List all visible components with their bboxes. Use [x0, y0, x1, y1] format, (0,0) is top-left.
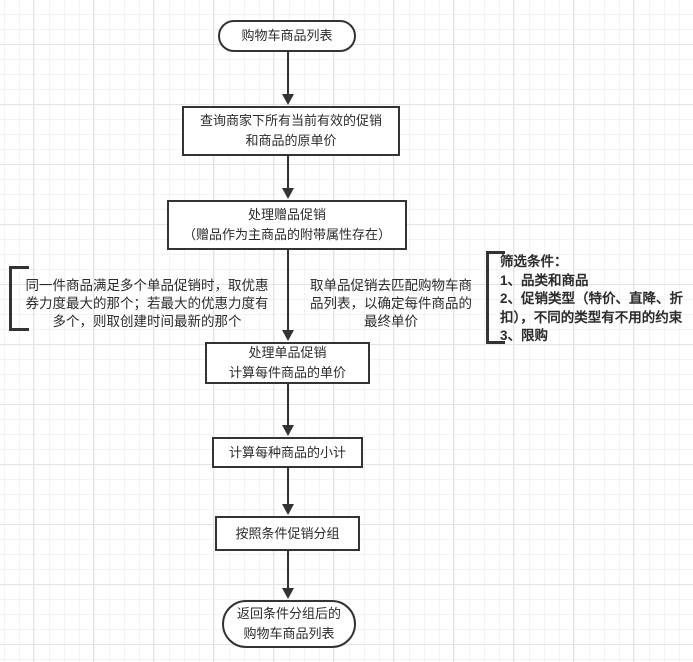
annotation-text: 同一件商品满足多个单品促销时，取优惠 券力度最大的那个；若最大的优惠力度有 多个… [17, 277, 277, 331]
annotation-text: 筛选条件： 1、品类和商品 2、促销类型（特价、直降、折 扣），不同的类型有不用… [500, 253, 692, 346]
node-label-line: 按照条件促销分组 [235, 525, 340, 541]
arrow-head-icon [282, 425, 294, 436]
right-bracket-shape [486, 251, 505, 344]
annotation-filter-conditions[interactable]: 筛选条件： 1、品类和商品 2、促销类型（特价、直降、折 扣），不同的类型有不用… [486, 251, 692, 346]
annotation-text-line: 取单品促销去匹配购物车商 [310, 278, 472, 293]
arrow-head-icon [282, 188, 294, 199]
node-query-promotions[interactable]: 查询商家下所有当前有效的促销 和商品的原单价 [182, 106, 400, 156]
node-subtotal[interactable]: 计算每种商品的小计 [212, 437, 363, 468]
flow-arrow-5[interactable] [282, 468, 294, 515]
left-bracket-shape [9, 266, 29, 331]
node-end-terminator[interactable]: 返回条件分组后的 购物车商品列表 [222, 600, 356, 648]
annotation-text-line: 筛选条件： [500, 254, 568, 269]
node-label-line: （赠品作为主商品的附带属性存在） [182, 227, 391, 242]
annotation-text-line: 券力度最大的那个；若最大的优惠力度有 [25, 296, 269, 311]
annotation-text: 取单品促销去匹配购物车商 品列表，以确定每件商品的 最终单价 [300, 277, 482, 331]
arrow-head-icon [282, 504, 294, 515]
node-gift-promotion[interactable]: 处理赠品促销 （赠品作为主商品的附带属性存在） [167, 200, 407, 250]
flow-arrow-2[interactable] [282, 156, 294, 199]
arrow-shaft [287, 384, 289, 425]
arrow-head-icon [282, 588, 294, 599]
annotation-text-line: 最终单价 [364, 314, 418, 329]
node-start-terminator[interactable]: 购物车商品列表 [218, 20, 356, 52]
arrow-head-icon [282, 330, 294, 341]
node-label-line: 计算每种商品的小计 [228, 444, 346, 460]
annotation-text-line: 扣），不同的类型有不用的约束 [500, 309, 683, 325]
node-label-line: 返回条件分组后的 [236, 606, 341, 621]
node-label-line: 处理单品促销 [248, 345, 327, 360]
arrow-shaft [287, 156, 289, 188]
node-group-by-condition[interactable]: 按照条件促销分组 [215, 516, 360, 551]
node-single-item-promotion[interactable]: 处理单品促销 计算每件商品的单价 [205, 342, 370, 384]
flow-arrow-3[interactable] [282, 250, 294, 341]
node-label-line: 购物车商品列表 [241, 28, 333, 43]
annotation-text-line: 1、品类和商品 [500, 272, 589, 288]
annotation-text-line: 3、限购 [500, 328, 549, 343]
flow-arrow-1[interactable] [282, 52, 294, 105]
annotation-match-cart[interactable]: 取单品促销去匹配购物车商 品列表，以确定每件商品的 最终单价 [300, 277, 482, 335]
node-label-line: 计算每件商品的单价 [228, 365, 346, 380]
arrow-shaft [287, 52, 289, 94]
annotation-text-line: 2、促销类型（特价、直降、折 [500, 291, 684, 306]
annotation-text-line: 同一件商品满足多个单品促销时，取优惠 [25, 278, 269, 293]
node-label-line: 和商品的原单价 [245, 133, 337, 148]
arrow-head-icon [282, 94, 294, 105]
arrow-shaft [287, 551, 289, 588]
node-label-line: 查询商家下所有当前有效的促销 [199, 113, 382, 128]
arrow-shaft [287, 250, 289, 330]
arrow-shaft [287, 468, 289, 504]
annotation-single-promotion-rule[interactable]: 同一件商品满足多个单品促销时，取优惠 券力度最大的那个；若最大的优惠力度有 多个… [9, 266, 283, 334]
annotation-text-line: 多个，则取创建时间最新的那个 [52, 314, 242, 329]
flow-arrow-4[interactable] [282, 384, 294, 436]
node-label-line: 处理赠品促销 [247, 207, 326, 222]
annotation-text-line: 品列表，以确定每件商品的 [310, 296, 472, 311]
node-label-line: 购物车商品列表 [243, 626, 335, 641]
flow-arrow-6[interactable] [282, 551, 294, 599]
